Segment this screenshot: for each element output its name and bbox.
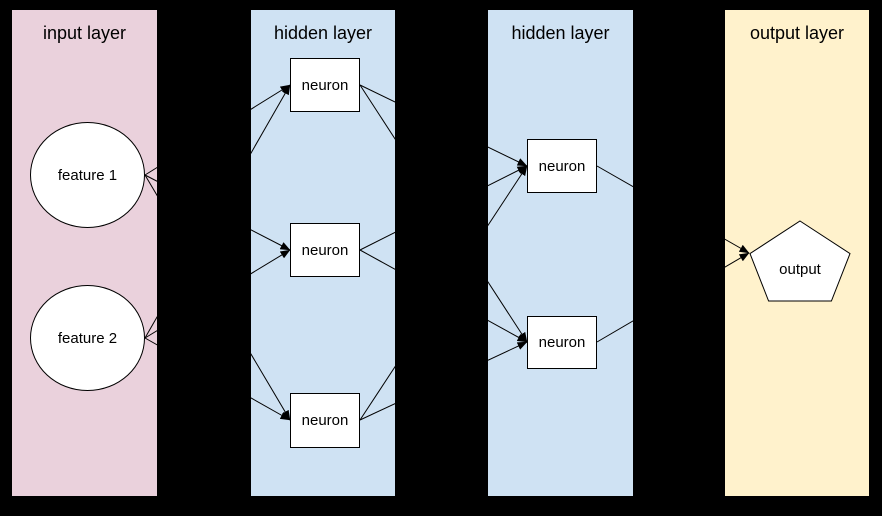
layer-panel-hidden-2: hidden layer <box>488 10 633 496</box>
node-feature-2: feature 2 <box>30 285 145 391</box>
node-label: output <box>779 261 821 278</box>
layer-title-input: input layer <box>42 23 127 43</box>
node-label: neuron <box>301 76 349 94</box>
node-neuron-h1-2: neuron <box>290 223 360 277</box>
node-label: neuron <box>301 412 349 429</box>
node-neuron-h2-1: neuron <box>527 139 597 193</box>
node-neuron-h2-2: neuron <box>527 316 597 369</box>
node-feature-1: feature 1 <box>30 122 145 228</box>
node-label: neuron <box>538 157 586 175</box>
layer-panel-input: input layer <box>12 10 157 496</box>
node-label: feature 2 <box>57 329 118 347</box>
layer-title-output: output layer <box>749 23 845 43</box>
layer-title-hidden-2: hidden layer <box>511 23 610 43</box>
node-label: neuron <box>301 241 349 259</box>
node-neuron-h1-3: neuron <box>290 393 360 448</box>
layer-title-hidden-1: hidden layer <box>273 23 373 43</box>
node-neuron-h1-1: neuron <box>290 58 360 112</box>
node-output: output <box>749 220 851 302</box>
node-label: neuron <box>538 334 586 351</box>
node-label: feature 1 <box>57 166 118 184</box>
pentagon-shape <box>749 220 851 302</box>
